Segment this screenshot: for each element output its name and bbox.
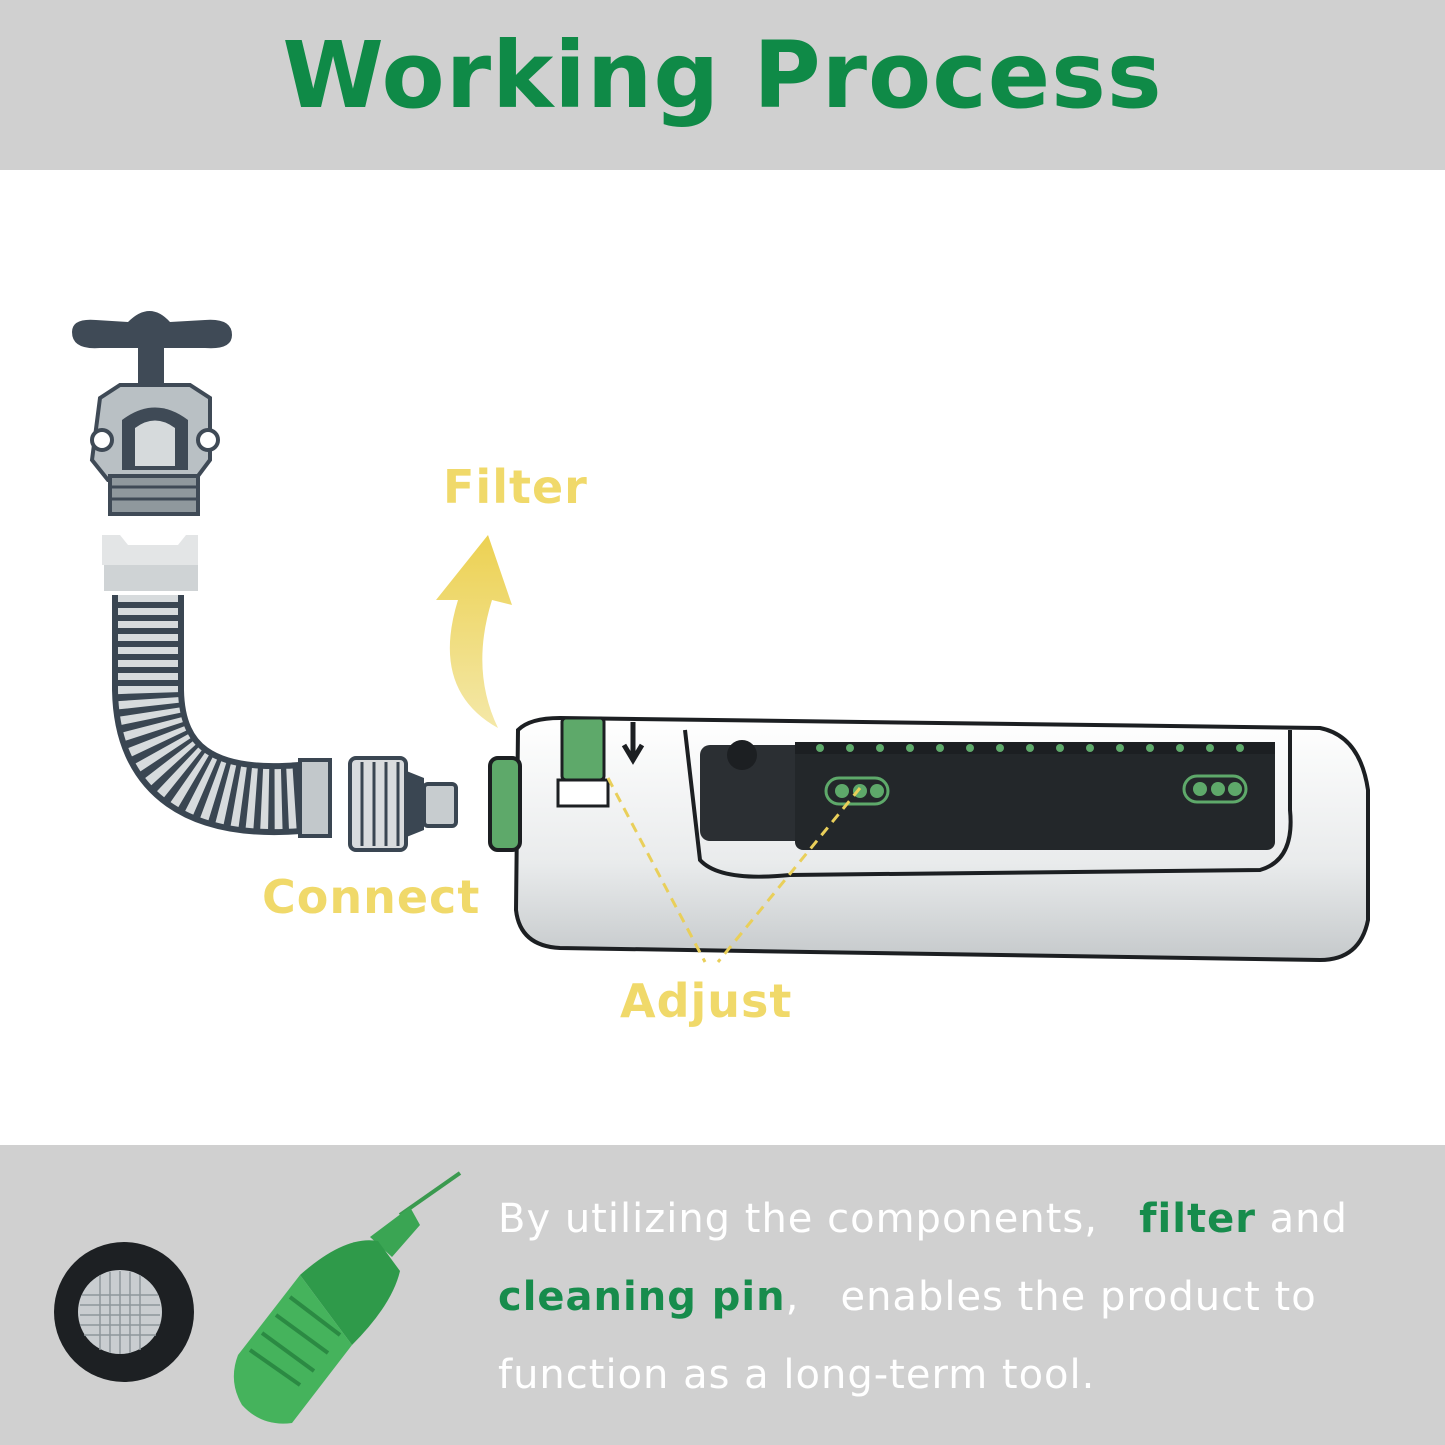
footer-illustrations	[54, 1171, 462, 1424]
footer-banner: By utilizing the components, filter and …	[0, 1145, 1445, 1445]
desc-highlight-cleaning-pin: cleaning pin	[498, 1274, 786, 1320]
curved-arrow-icon	[436, 535, 512, 728]
description-text: By utilizing the components, filter and …	[498, 1180, 1398, 1414]
cleaning-pin-icon	[233, 1171, 462, 1424]
filter-washer-icon	[54, 1242, 194, 1382]
faucet-icon	[72, 311, 232, 516]
desc-highlight-filter: filter	[1139, 1196, 1256, 1242]
adjust-pointer-lines	[606, 777, 862, 963]
desc-part3: ,	[785, 1274, 800, 1320]
illustration-scene: Filter Connect Adjust	[0, 170, 1445, 1145]
adjust-label: Adjust	[620, 974, 793, 1028]
desc-part2: and	[1269, 1196, 1348, 1242]
header-banner: Working Process	[0, 0, 1445, 170]
desc-part1: By utilizing the components,	[498, 1196, 1098, 1242]
connect-label: Connect	[262, 870, 481, 924]
desc-part4: enables the product to function as a lon…	[498, 1274, 1317, 1398]
hose-connector-icon	[348, 756, 458, 852]
flexible-hose-icon	[102, 535, 332, 838]
process-illustration	[72, 311, 1370, 963]
page-title: Working Process	[282, 22, 1163, 129]
filter-label: Filter	[443, 460, 588, 514]
oscillating-sprinkler-icon	[488, 715, 1370, 963]
